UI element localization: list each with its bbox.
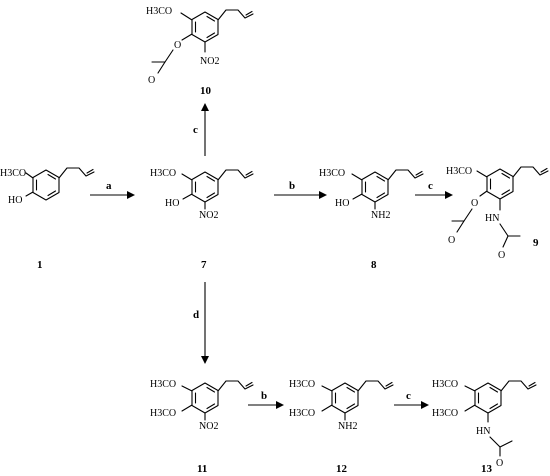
oh-label: HO	[335, 198, 349, 209]
step-label-c-3: c	[406, 390, 411, 402]
compound-1-label: 1	[37, 259, 43, 271]
structure-10: H3CO NO2 O O	[146, 6, 254, 86]
compound-7-label: 7	[201, 259, 207, 271]
och3-label: H3CO	[0, 168, 26, 179]
amide-o-label: O	[498, 250, 505, 261]
structure-7: H3CO HO NO2	[150, 168, 254, 221]
no2-label: NO2	[200, 56, 219, 67]
carbonyl-o-label: O	[448, 235, 455, 246]
och3-label: H3CO	[432, 379, 458, 390]
hn-label: HN	[485, 213, 499, 224]
no2-label: NO2	[199, 421, 218, 432]
structure-12: H3CO H3CO NH2	[289, 379, 394, 432]
carbonyl-o-label: O	[148, 75, 155, 86]
structure-1: H3CO HO	[0, 167, 95, 206]
compound-12-label: 12	[336, 463, 348, 475]
step-label-d: d	[193, 309, 199, 321]
structure-11: H3CO H3CO NO2	[150, 379, 254, 432]
structure-13: H3CO H3CO HN O	[432, 379, 537, 469]
compound-13-label: 13	[481, 463, 493, 475]
compound-9-label: 9	[533, 237, 539, 249]
oh-label: HO	[8, 195, 22, 206]
step-label-c-right: c	[428, 180, 433, 192]
och3-label: H3CO	[446, 166, 472, 177]
ester-o-label: O	[471, 198, 478, 209]
oh-label: HO	[165, 198, 179, 209]
och3-label: H3CO	[146, 6, 172, 17]
structure-9: H3CO O O HN O	[446, 166, 549, 261]
step-label-b-2: b	[261, 390, 267, 402]
amide-o-label: O	[496, 458, 503, 469]
nh2-label: NH2	[338, 421, 357, 432]
step-label-a: a	[106, 180, 112, 192]
step-label-c-up: c	[193, 124, 198, 136]
och3-label: H3CO	[319, 168, 345, 179]
step-label-b: b	[289, 180, 295, 192]
structure-8: H3CO HO NH2	[319, 168, 424, 221]
och3-label: H3CO	[289, 379, 315, 390]
och3-label: H3CO	[150, 379, 176, 390]
och3-label-2: H3CO	[150, 408, 176, 419]
no2-label: NO2	[199, 210, 218, 221]
och3-label-2: H3CO	[289, 408, 315, 419]
och3-label: H3CO	[150, 168, 176, 179]
compound-11-label: 11	[197, 463, 207, 475]
compound-8-label: 8	[371, 259, 377, 271]
ester-o-label: O	[174, 40, 181, 51]
compound-10-label: 10	[200, 85, 212, 97]
och3-label-2: H3CO	[432, 408, 458, 419]
hn-label: HN	[476, 426, 490, 437]
nh2-label: NH2	[371, 210, 390, 221]
